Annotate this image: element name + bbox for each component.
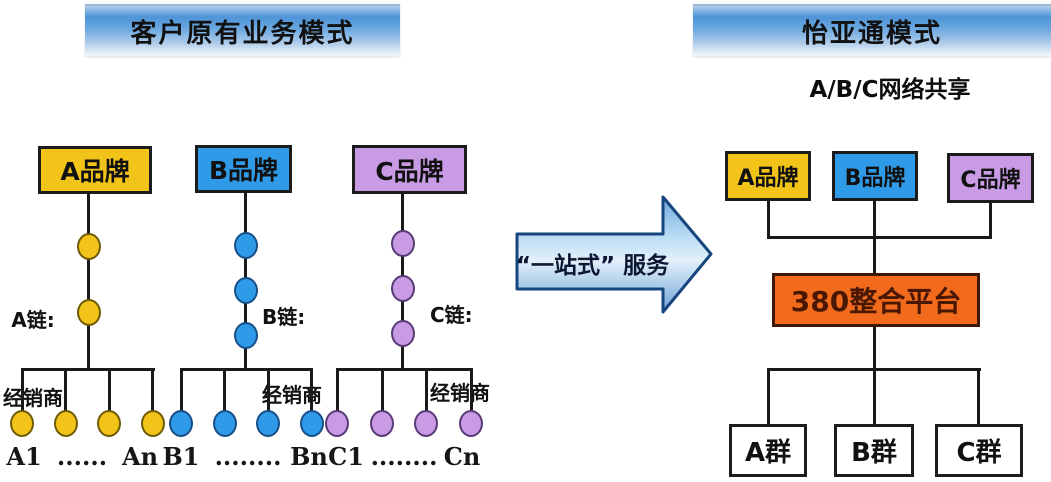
right-bracket-top [767,236,992,239]
left-brand-a-box: A品牌 [38,146,152,194]
right-mid-line-top [873,201,876,273]
right-stub-group-c [977,368,980,424]
leaf-c-node [369,410,394,437]
right-mid-line-bottom [873,327,876,424]
chain-c-node [391,275,415,302]
leaf-label-adots: ...... [56,442,108,471]
leaf-c-node [414,410,439,437]
leaf-row-c [325,410,483,437]
leaf-label-c1: C1 [328,442,364,471]
leaf-row-b [169,410,324,437]
right-brand-c-box: C品牌 [947,153,1034,203]
stub-b2 [223,368,226,413]
group-a-box: A群 [729,424,807,477]
leaf-b-node [169,410,193,437]
one-stop-arrow-label: “一站式” 服务 [515,253,670,279]
bracket-b [180,368,313,371]
leaf-label-cn: Cn [443,442,481,471]
leaf-row-a [10,410,165,437]
chain-c-label: C链: 经销商 [430,303,490,405]
leaf-b-node [212,410,237,437]
chain-b-node [234,277,258,304]
leaf-label-bn: Bn [290,442,328,471]
right-stub-group-a [767,368,770,424]
leaf-label-an: An [121,442,159,471]
chain-a-node [77,299,101,326]
leaf-a-node [140,410,165,437]
right-stub-a [767,201,770,238]
leaf-a-node [10,410,34,437]
stub-a3 [108,368,111,413]
platform-380-box: 380整合平台 [772,273,980,327]
right-header: 怡亚通模式 [693,4,1051,56]
leaf-a-node [97,410,122,437]
stub-c4 [470,368,473,413]
right-brand-b-box: B品牌 [832,151,918,201]
stub-b1 [180,368,183,413]
right-bracket-bottom [767,368,981,371]
leaf-b-node [299,410,324,437]
stub-c1 [336,368,339,413]
right-subtitle: A/B/C网络共享 [809,77,971,103]
stub-c2 [381,368,384,413]
chain-c-nodes [391,230,415,347]
chain-a-node [77,233,101,260]
stub-c3 [425,368,428,413]
group-c-box: C群 [935,424,1023,477]
leaf-label-a1: A1 [6,442,42,471]
chain-b-node [234,322,258,349]
left-header: 客户原有业务模式 [85,4,400,56]
one-stop-arrow [515,195,713,314]
leaf-label-cdots: ........ [370,442,438,471]
stub-b4 [310,368,313,413]
left-brand-b-box: B品牌 [195,145,292,193]
leaf-c-node [458,410,483,437]
leaf-label-bdots: ........ [214,442,282,471]
right-stub-c [989,203,992,238]
leaf-label-b1: B1 [162,442,200,471]
stub-a4 [151,368,154,413]
chain-c-node [391,320,415,347]
stub-a2 [64,368,67,413]
left-brand-c-box: C品牌 [352,145,467,194]
chain-a-label: A链: 经销商 [3,308,63,410]
bracket-a [21,368,155,371]
chain-b-nodes [234,232,258,349]
bracket-c [336,368,473,371]
chain-a-line [87,194,90,370]
stub-b3 [267,368,270,413]
chain-c-node [391,230,415,257]
leaf-c-node [325,410,349,437]
group-b-box: B群 [834,424,914,477]
leaf-a-node [53,410,78,437]
chain-b-node [234,232,258,259]
leaf-b-node [256,410,281,437]
stub-a1 [21,368,24,413]
right-brand-a-box: A品牌 [725,151,811,201]
chain-a-nodes [77,233,101,326]
